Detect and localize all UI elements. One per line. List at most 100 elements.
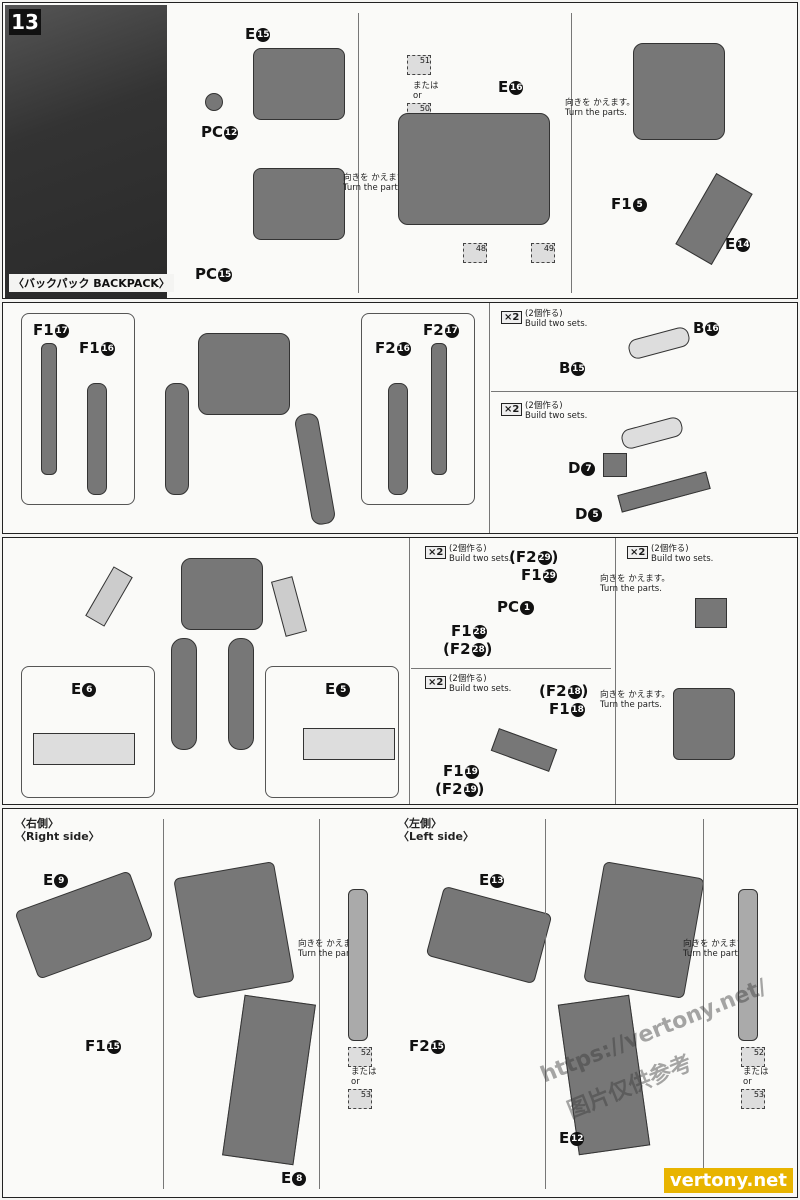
divider [703, 819, 704, 1189]
divider [409, 538, 410, 804]
turn-note: 向きを かえます。Turn the parts. [343, 173, 413, 193]
part-backpack-assembled [181, 558, 263, 630]
part-d5 [617, 471, 711, 513]
part-tank-left [85, 566, 133, 627]
left-side-title: 〈左側〉〈Left side〉 [398, 817, 474, 843]
part-e16-sprite [398, 113, 550, 225]
part-f1-long [41, 343, 57, 475]
part-e15-sprite [253, 48, 345, 120]
part-tank-e5 [303, 728, 395, 760]
turn-note-6: 向きを かえます。Turn the parts. [683, 939, 753, 959]
photo-caption: 〈バックパック BACKPACK〉 [9, 274, 174, 292]
part-f2-long [431, 343, 447, 475]
part-b-assembled [619, 415, 685, 451]
x2-badge: ×2 [501, 311, 523, 324]
build-note-5: (2個作る)Build two sets. [651, 544, 714, 564]
ref-49: 49 [531, 243, 555, 263]
part-tank-right [270, 576, 308, 637]
x2-badge-2: ×2 [501, 403, 523, 416]
x2-badge-4: ×2 [425, 676, 447, 689]
build-note-4: (2個作る)Build two sets. [449, 674, 512, 694]
divider [615, 538, 616, 804]
divider [358, 13, 359, 293]
ref-52: 52 [348, 1047, 372, 1067]
part-b16 [626, 325, 692, 361]
part-joint-top [695, 598, 727, 628]
turn-note-3: 向きを かえます。Turn the parts. [600, 574, 670, 594]
part-e9 [14, 870, 154, 980]
turn-note-5: 向きを かえます。Turn the parts. [298, 939, 368, 959]
divider [319, 819, 320, 1189]
turn-note-2: 向きを かえます。Turn the parts. [565, 98, 635, 118]
part-joint-bottom [673, 688, 735, 760]
part-thruster-right [293, 411, 337, 527]
part-e8 [222, 994, 316, 1166]
build-note: (2個作る)Build two sets. [525, 309, 588, 329]
part-d7 [603, 453, 627, 477]
site-logo: vertony.net [663, 1168, 793, 1193]
inset-e5 [265, 666, 399, 798]
turn-note-4: 向きを かえます。Turn the parts. [600, 690, 670, 710]
part-f1-tube [87, 383, 107, 495]
backpack-photo [5, 5, 167, 298]
divider [545, 819, 546, 1189]
divider [491, 391, 797, 392]
part-wing-right [173, 861, 295, 999]
part-head [633, 43, 725, 140]
ref-52-b: 52 [741, 1047, 765, 1067]
part-pc12-a [205, 93, 223, 111]
part-leg-right [228, 638, 254, 750]
divider [163, 819, 164, 1189]
ref-51: 51 [407, 55, 431, 75]
ref-53-b: 53 [741, 1089, 765, 1109]
divider [489, 303, 490, 533]
part-e13 [425, 885, 553, 985]
part-leg-left [171, 638, 197, 750]
ref-53: 53 [348, 1089, 372, 1109]
part-thruster-left [165, 383, 189, 495]
right-side-title: 〈右側〉〈Right side〉 [15, 817, 100, 843]
part-f2-tube [388, 383, 408, 495]
divider [411, 668, 611, 669]
inset-left [21, 313, 135, 505]
build-note-2: (2個作る)Build two sets. [525, 401, 588, 421]
part-f1-19 [490, 728, 558, 772]
inset-e6 [21, 666, 155, 798]
x2-badge-3: ×2 [425, 546, 447, 559]
build-note-3: (2個作る)Build two sets. [449, 544, 512, 564]
part-backpack-core [198, 333, 290, 415]
part-tank-e6 [33, 733, 135, 765]
